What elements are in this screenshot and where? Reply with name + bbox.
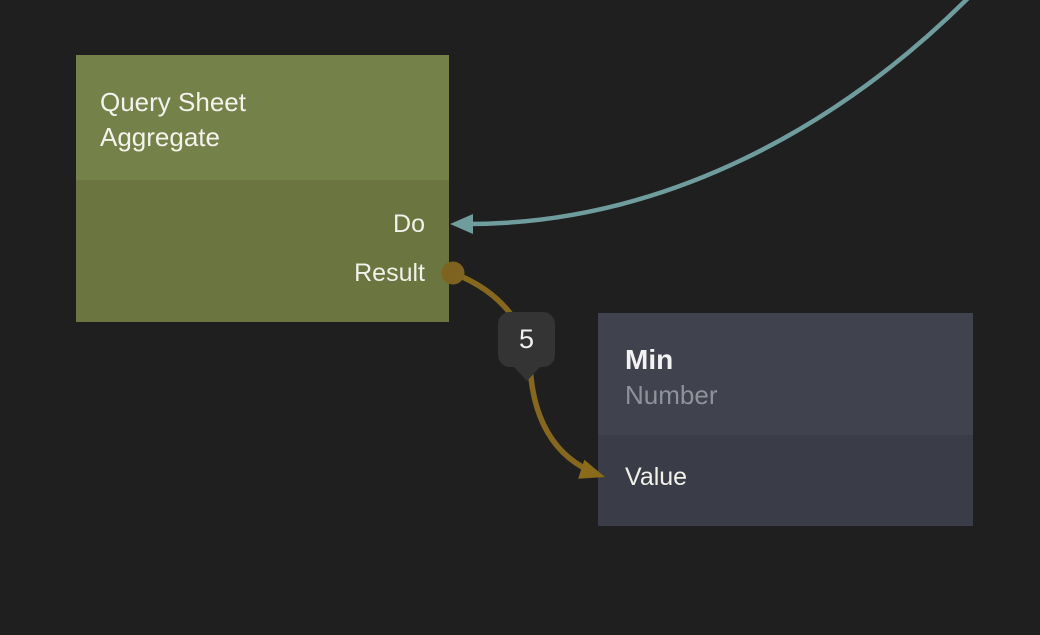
node-title: Min <box>625 344 674 375</box>
wire-value-badge: 5 <box>498 312 555 381</box>
exec-wire[interactable] <box>465 0 978 227</box>
node-title: Query Sheet Aggregate <box>100 87 246 152</box>
port-do[interactable]: Do <box>76 200 449 249</box>
node-query-sheet-aggregate-header: Query Sheet Aggregate <box>76 55 449 180</box>
port-value[interactable]: Value <box>598 453 973 502</box>
node-query-sheet-aggregate[interactable]: Query Sheet Aggregate Do Result <box>76 55 449 322</box>
badge-tail-icon <box>513 367 540 381</box>
exec-wire-arrowhead-icon <box>450 214 473 234</box>
node-min-header: Min Number <box>598 313 973 435</box>
node-min-body: Value <box>598 435 973 526</box>
node-min[interactable]: Min Number Value <box>598 313 973 526</box>
port-do-label: Do <box>393 210 425 238</box>
port-value-label: Value <box>625 463 688 491</box>
port-result-label: Result <box>354 259 425 287</box>
node-query-sheet-aggregate-body: Do Result <box>76 180 449 322</box>
port-result[interactable]: Result <box>76 249 449 298</box>
node-subtitle: Number <box>625 380 718 410</box>
wire-value-text: 5 <box>518 324 535 354</box>
